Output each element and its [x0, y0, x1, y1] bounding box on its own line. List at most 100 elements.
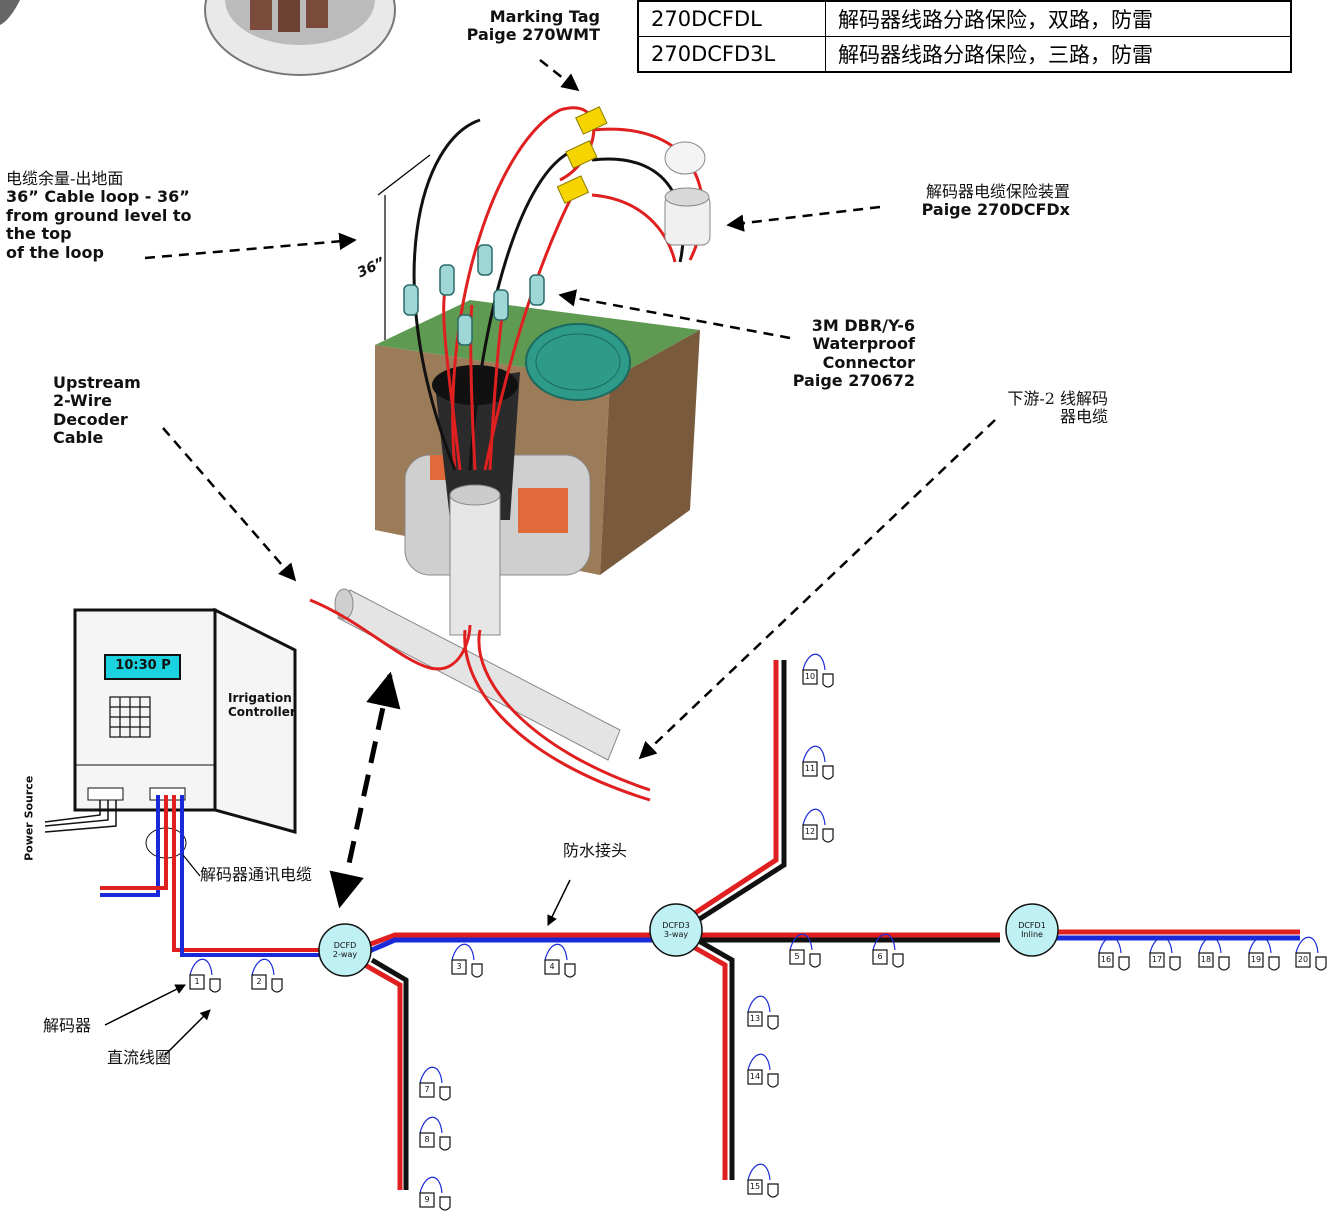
solenoid-valve-icon	[471, 963, 483, 978]
decoder-number: 8	[424, 1135, 430, 1144]
decoder-box	[802, 669, 818, 685]
downstream-line1: 下游-2 线解码	[1007, 389, 1108, 408]
decoder-number: 12	[804, 827, 816, 836]
decoder-box	[544, 959, 560, 975]
fuse-node-line2: 3-way	[663, 930, 689, 940]
decoder-number: 6	[877, 952, 883, 961]
fuse-node-line1: DCFD3	[662, 921, 690, 930]
fuse-device-label: 解码器电缆保险装置 Paige 270DCFDx	[840, 182, 1070, 220]
decoder-box	[872, 949, 888, 965]
cable-loop-zh: 电缆余量-出地面	[6, 169, 124, 188]
solenoid-valve-icon	[439, 1196, 451, 1211]
decoder-number: 9	[424, 1195, 430, 1204]
decoder-number: 10	[804, 672, 816, 681]
decoder-wire	[1098, 936, 1122, 954]
fuse-node-line2: 2-way	[332, 950, 358, 960]
decoder-number: 14	[749, 1072, 761, 1081]
solenoid-valve-icon	[822, 673, 834, 688]
upstream-label: Upstream 2-Wire Decoder Cable	[53, 373, 173, 448]
controller-wires	[100, 795, 330, 957]
decoder-number: 5	[794, 952, 800, 961]
decoder-wire	[1198, 936, 1222, 954]
solenoid-valve-icon	[767, 1073, 779, 1088]
decoder-box	[1248, 952, 1264, 968]
decoder-wire	[451, 943, 475, 961]
main-pipe	[309, 588, 651, 802]
fuse-photo	[0, 0, 396, 76]
solenoid-valve-icon	[892, 953, 904, 968]
decoder-wire	[747, 1163, 771, 1181]
decoder-wire	[802, 745, 826, 763]
decoder-box	[1295, 952, 1311, 968]
decoder-box	[1098, 952, 1114, 968]
solenoid-valve-icon	[1218, 956, 1230, 971]
decoder-wire	[872, 933, 896, 951]
decoder-wire	[1248, 936, 1272, 954]
solenoid-valve-icon	[767, 1015, 779, 1030]
upstream-line2: 2-Wire	[53, 391, 112, 411]
fuse-node-line1: DCFD1	[1018, 921, 1046, 930]
solenoid-valve-icon	[822, 765, 834, 780]
decoder-number: 13	[749, 1014, 761, 1023]
connector-line3: Connector	[822, 352, 915, 372]
decoder-boxes	[189, 653, 1327, 1211]
decoder-number: 3	[456, 962, 462, 971]
fuse-zh: 解码器电缆保险装置	[925, 182, 1070, 201]
decoder-wire	[747, 1053, 771, 1071]
solenoid-valve-icon	[1169, 956, 1181, 971]
decoder-wire	[544, 943, 568, 961]
downstream-label: 下游-2 线解码 器电缆	[960, 389, 1108, 427]
waterproof-connectors	[403, 244, 545, 346]
decoder-number: 17	[1151, 955, 1163, 964]
decoder-box	[747, 1179, 763, 1195]
decoder-number: 11	[804, 764, 816, 773]
solenoid-valve-icon	[1118, 956, 1130, 971]
decoder-wire	[1149, 936, 1173, 954]
controller-line2: Controller	[228, 704, 296, 719]
parts-row: 270DCFD3L 解码器线路分路保险，三路，防雷	[637, 36, 1292, 73]
decoder-box	[1149, 952, 1165, 968]
solenoid-valve-icon	[1268, 956, 1280, 971]
cable-loop-label: 电缆余量-出地面 36” Cable loop - 36” from groun…	[6, 169, 236, 262]
solenoid-valve-icon	[564, 963, 576, 978]
decoder-number: 1	[194, 977, 200, 986]
decoder-wire	[747, 995, 771, 1013]
decoder-number: 16	[1100, 955, 1112, 964]
coil-label: 直流线圈	[107, 1048, 172, 1067]
decoder-number: 18	[1200, 955, 1212, 964]
controller-clock: 10:30 P	[115, 658, 171, 673]
decoder-box	[451, 959, 467, 975]
fuse-part: Paige 270DCFDx	[921, 200, 1070, 220]
solenoid-valve-icon	[209, 978, 221, 993]
connector-label: 3M DBR/Y-6 Waterproof Connector Paige 27…	[730, 316, 915, 391]
fuse-node-circles	[318, 903, 1059, 977]
marking-tag-label: Marking Tag Paige 270WMT	[430, 7, 600, 45]
decoder-box	[419, 1132, 435, 1148]
upstream-line4: Cable	[53, 428, 104, 448]
decoder-box	[419, 1192, 435, 1208]
solenoid-valve-icon	[439, 1136, 451, 1151]
fuse-device	[664, 141, 711, 246]
solenoid-valve-icon	[1315, 956, 1327, 971]
decoder-wire	[789, 933, 813, 951]
upstream-line1: Upstream	[53, 373, 141, 392]
solenoid-valve-icon	[439, 1086, 451, 1101]
cable-loop-line3: the top	[6, 224, 72, 244]
controller-label: Irrigation Controller	[228, 691, 296, 720]
solenoid-valve-icon	[271, 978, 283, 993]
decoder-box	[1198, 952, 1214, 968]
decoder-wire	[802, 808, 826, 826]
decoder-wire	[419, 1116, 443, 1134]
fuse-node-line1: DCFD	[333, 941, 357, 950]
solenoid-valve-icon	[809, 953, 821, 968]
marking-tags	[556, 106, 608, 204]
two-wire-network	[359, 660, 1300, 1190]
upstream-line3: Decoder	[53, 409, 128, 429]
decoder-wire	[251, 958, 275, 976]
marking-tag-title: Marking Tag	[489, 7, 600, 26]
